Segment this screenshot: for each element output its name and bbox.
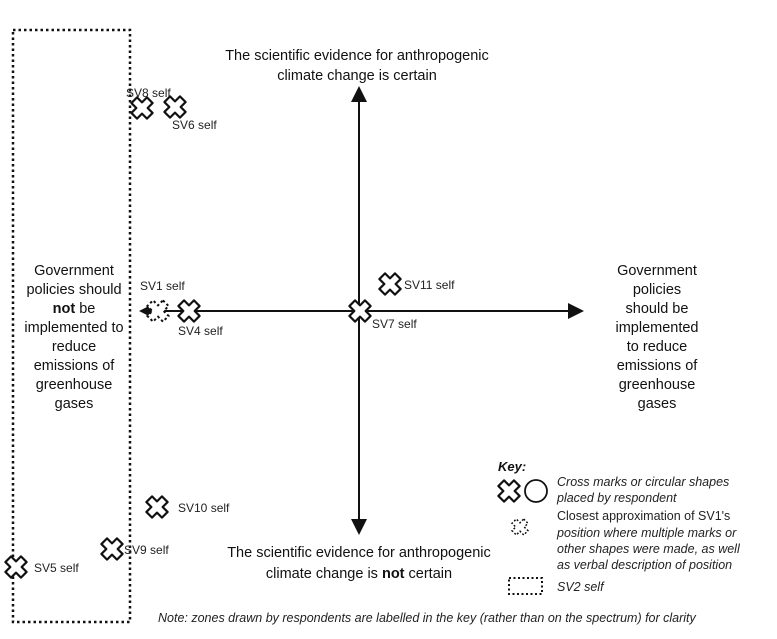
key-item-text: Closest approximation of SV1's bbox=[557, 509, 730, 523]
right-label-line: implemented bbox=[615, 320, 698, 336]
dashed-cross-icon bbox=[507, 514, 533, 540]
sv2-zone bbox=[11, 28, 132, 624]
mark-label: SV8 self bbox=[126, 86, 171, 100]
left-label-line: not be bbox=[53, 301, 96, 317]
mark-label: SV9 self bbox=[124, 543, 169, 557]
left-axis-label: Government policies should not be implem… bbox=[24, 263, 123, 412]
right-label-line: to reduce bbox=[627, 339, 687, 355]
cross-icon bbox=[492, 474, 526, 508]
cross-icon bbox=[373, 267, 407, 301]
cross-icon bbox=[140, 490, 174, 524]
right-label-line: Government bbox=[617, 263, 697, 279]
bottom-label-line: The scientific evidence for anthropogeni… bbox=[227, 545, 491, 561]
mark-label: SV6 self bbox=[172, 118, 217, 132]
circle-icon bbox=[524, 479, 548, 503]
mark-sv11: SV11 self bbox=[373, 267, 455, 301]
right-label-line: emissions of bbox=[617, 358, 699, 374]
left-label-line: implemented to bbox=[24, 320, 123, 336]
mark-label: SV1 self bbox=[140, 279, 185, 293]
key-item-text: SV2 self bbox=[557, 580, 605, 594]
top-axis-label: The scientific evidence for anthropogeni… bbox=[225, 48, 489, 84]
left-label-line: emissions of bbox=[34, 358, 116, 374]
mark-label: SV5 self bbox=[34, 561, 79, 575]
right-label-line: gases bbox=[638, 396, 677, 412]
top-label-line: climate change is certain bbox=[277, 68, 437, 84]
mark-sv8: SV8 self bbox=[125, 86, 171, 125]
mark-sv4: SV4 self bbox=[172, 294, 223, 338]
mark-label: SV7 self bbox=[372, 317, 417, 331]
key-item-text: other shapes were made, as well bbox=[557, 542, 741, 556]
key-item-text: position where multiple marks or bbox=[556, 526, 737, 540]
cross-icon bbox=[0, 550, 33, 584]
right-label-line: should be bbox=[626, 301, 689, 317]
key-title: Key: bbox=[498, 459, 526, 474]
top-label-line: The scientific evidence for anthropogeni… bbox=[225, 48, 489, 64]
key-item-text: Cross marks or circular shapes bbox=[557, 475, 729, 489]
mark-sv10: SV10 self bbox=[140, 490, 230, 524]
left-label-line: reduce bbox=[52, 339, 96, 355]
mark-label: SV4 self bbox=[178, 324, 223, 338]
mark-sv1: SV1 self bbox=[140, 279, 185, 328]
cross-icon bbox=[95, 532, 129, 566]
right-label-line: greenhouse bbox=[619, 377, 696, 393]
note: Note: zones drawn by respondents are lab… bbox=[158, 611, 697, 625]
bottom-axis-label: The scientific evidence for anthropogeni… bbox=[227, 545, 491, 582]
mark-sv9: SV9 self bbox=[95, 532, 169, 566]
bottom-label-line: climate change is not certain bbox=[266, 566, 452, 582]
key-item-text: as verbal description of position bbox=[557, 558, 732, 572]
left-label-line: greenhouse bbox=[36, 377, 113, 393]
left-label-line: gases bbox=[55, 396, 94, 412]
mark-sv5: SV5 self bbox=[0, 550, 79, 584]
right-axis-label: Government policies should be implemente… bbox=[615, 263, 698, 412]
key-item-text: placed by respondent bbox=[556, 491, 677, 505]
mark-label: SV10 self bbox=[178, 501, 230, 515]
mark-sv7: SV7 self bbox=[343, 294, 417, 331]
key: Key: Cross marks or circular shapes plac… bbox=[492, 459, 741, 595]
dotted-zone-icon bbox=[508, 577, 543, 595]
mark-sv6: SV6 self bbox=[158, 90, 217, 132]
left-label-line: Government bbox=[34, 263, 114, 279]
left-label-line: policies should bbox=[26, 282, 121, 298]
right-label-line: policies bbox=[633, 282, 681, 298]
mark-label: SV11 self bbox=[404, 278, 455, 292]
